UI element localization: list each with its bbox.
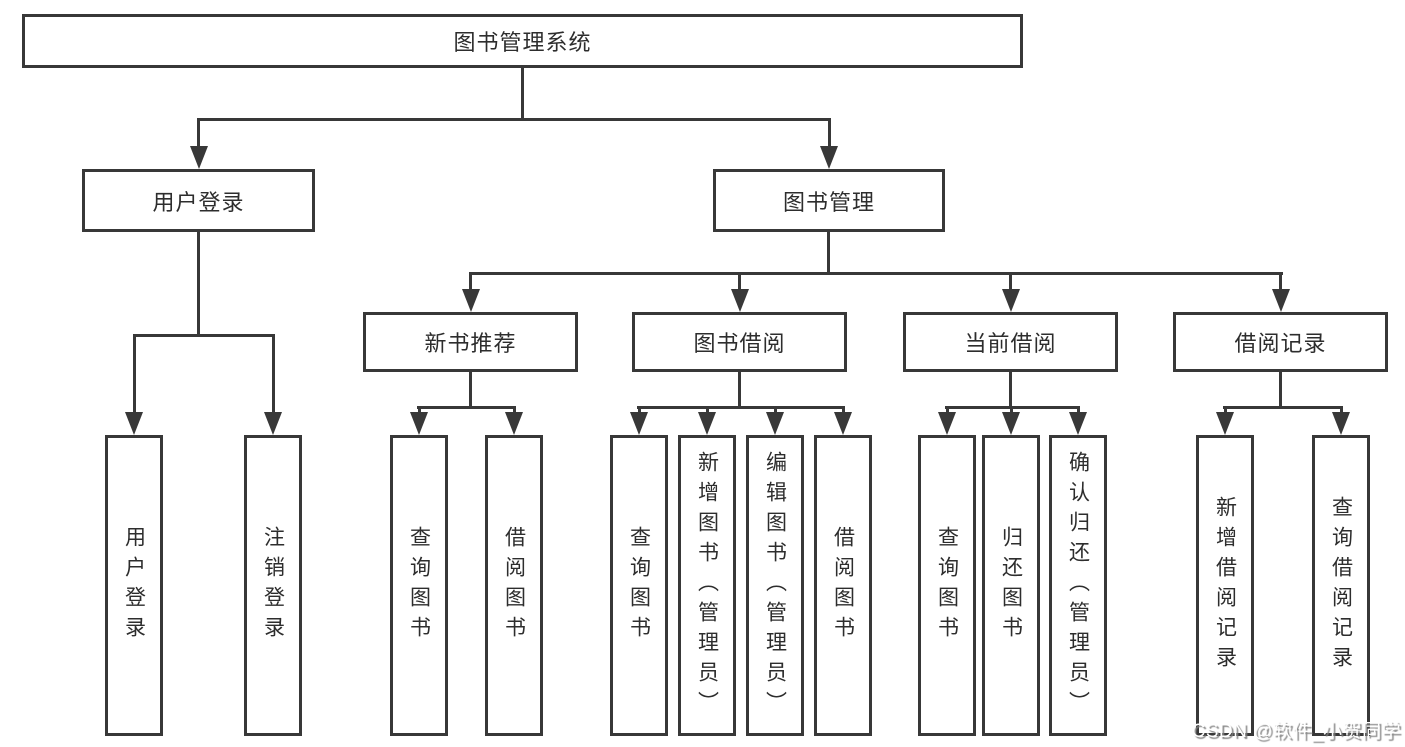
arrow-to-leaf-user-login-shaft [133, 334, 136, 414]
arrow-to-book-management-shaft [828, 118, 831, 150]
leaf-borrow-book-2-label: 借阅图书 [831, 525, 855, 646]
arrow-to-new-book-recommend-shaft [469, 272, 472, 292]
node-borrow-record: 借阅记录 [1173, 312, 1388, 372]
edge-current-borrow-stub [1009, 371, 1012, 409]
arrow-to-leaf-edit-book-admin-shaft [774, 406, 777, 416]
arrow-to-leaf-query-book-3-head [938, 412, 956, 435]
leaf-edit-book-admin-label: 编辑图书（管理员） [763, 450, 787, 721]
arrow-to-leaf-borrow-book-1-shaft [513, 406, 516, 416]
node-root: 图书管理系统 [22, 14, 1023, 68]
leaf-borrow-book-1: 借阅图书 [485, 435, 543, 736]
node-new-book-recommend: 新书推荐 [363, 312, 578, 372]
arrow-to-borrow-record-shaft [1279, 272, 1282, 292]
leaf-query-book-2-label: 查询图书 [627, 525, 651, 646]
edge-root-stub [521, 68, 524, 121]
edge-book-borrow-stub [738, 371, 741, 409]
arrow-to-leaf-logout-shaft [272, 334, 275, 414]
csdn-watermark: CSDN @软件_小贺同学 [1191, 721, 1401, 742]
node-new-book-recommend-label: 新书推荐 [424, 331, 517, 356]
arrow-to-leaf-query-book-1-head [410, 412, 428, 435]
leaf-query-book-2: 查询图书 [610, 435, 668, 736]
arrow-to-leaf-query-book-2-head [630, 412, 648, 435]
arrow-to-book-borrow-shaft [738, 272, 741, 292]
leaf-query-book-1-label: 查询图书 [407, 525, 431, 646]
arrow-to-user-login-head [190, 146, 208, 169]
arrow-to-leaf-query-book-2-shaft [638, 406, 641, 416]
leaf-add-book-admin: 新增图书（管理员） [678, 435, 736, 736]
leaf-query-book-3-label: 查询图书 [935, 525, 959, 646]
leaf-logout-label: 注销登录 [261, 525, 285, 646]
leaf-query-borrow-record-label: 查询借阅记录 [1329, 495, 1353, 676]
arrow-to-leaf-add-book-admin-shaft [706, 406, 709, 416]
edge-new-book-recommend-rail [417, 406, 516, 409]
edge-user-login-rail [133, 334, 275, 337]
arrow-to-leaf-logout-head [264, 412, 282, 435]
edge-borrow-record-rail [1223, 406, 1343, 409]
arrow-to-leaf-confirm-return-admin-head [1069, 412, 1087, 435]
node-user-login: 用户登录 [82, 169, 315, 232]
leaf-query-book-3: 查询图书 [918, 435, 976, 736]
arrow-to-leaf-return-book-head [1002, 412, 1020, 435]
arrow-to-book-management-head [820, 146, 838, 169]
leaf-add-book-admin-label: 新增图书（管理员） [695, 450, 719, 721]
arrow-to-leaf-borrow-book-2-shaft [842, 406, 845, 416]
leaf-confirm-return-admin-label: 确认归还（管理员） [1066, 450, 1090, 721]
arrow-to-new-book-recommend-head [462, 289, 480, 312]
leaf-logout: 注销登录 [244, 435, 302, 736]
node-book-management-label: 图书管理 [782, 189, 875, 215]
node-current-borrow-label: 当前借阅 [964, 331, 1057, 356]
arrow-to-leaf-query-borrow-record-shaft [1340, 406, 1343, 416]
arrow-to-leaf-borrow-book-2-head [834, 412, 852, 435]
edge-borrow-record-stub [1279, 371, 1282, 409]
leaf-return-book: 归还图书 [982, 435, 1040, 736]
arrow-to-leaf-user-login-head [125, 412, 143, 435]
node-book-management: 图书管理 [713, 169, 945, 232]
arrow-to-current-borrow-head [1002, 289, 1020, 312]
arrow-to-leaf-return-book-shaft [1010, 406, 1013, 416]
node-root-label: 图书管理系统 [453, 30, 592, 55]
edge-book-management-stub [827, 232, 830, 275]
arrow-to-leaf-query-book-3-shaft [946, 406, 949, 416]
node-current-borrow: 当前借阅 [903, 312, 1118, 372]
arrow-to-leaf-borrow-book-1-head [505, 412, 523, 435]
node-book-borrow: 图书借阅 [632, 312, 847, 372]
leaf-edit-book-admin: 编辑图书（管理员） [746, 435, 804, 736]
leaf-borrow-book-2: 借阅图书 [814, 435, 872, 736]
arrow-to-leaf-add-borrow-record-shaft [1224, 406, 1227, 416]
leaf-add-borrow-record: 新增借阅记录 [1196, 435, 1254, 736]
edge-user-login-stub [197, 232, 200, 337]
leaf-user-login: 用户登录 [105, 435, 163, 736]
edge-new-book-recommend-stub [469, 371, 472, 409]
edge-book-borrow-rail [637, 406, 845, 409]
arrow-to-current-borrow-shaft [1009, 272, 1012, 292]
edge-level3-rail [469, 272, 1283, 275]
leaf-add-borrow-record-label: 新增借阅记录 [1213, 495, 1237, 676]
node-borrow-record-label: 借阅记录 [1234, 331, 1327, 356]
arrow-to-leaf-add-borrow-record-head [1216, 412, 1234, 435]
arrow-to-leaf-confirm-return-admin-shaft [1077, 406, 1080, 416]
leaf-borrow-book-1-label: 借阅图书 [502, 525, 526, 646]
arrow-to-user-login-shaft [197, 118, 200, 150]
arrow-to-book-borrow-head [731, 289, 749, 312]
arrow-to-leaf-add-book-admin-head [698, 412, 716, 435]
node-book-borrow-label: 图书借阅 [693, 331, 786, 356]
leaf-query-borrow-record: 查询借阅记录 [1312, 435, 1370, 736]
arrow-to-leaf-query-borrow-record-head [1332, 412, 1350, 435]
arrow-to-borrow-record-head [1272, 289, 1290, 312]
arrow-to-leaf-edit-book-admin-head [766, 412, 784, 435]
edge-level2-rail [197, 118, 831, 121]
arrow-to-leaf-query-book-1-shaft [418, 406, 421, 416]
leaf-user-login-label: 用户登录 [122, 525, 146, 646]
leaf-confirm-return-admin: 确认归还（管理员） [1049, 435, 1107, 736]
leaf-query-book-1: 查询图书 [390, 435, 448, 736]
leaf-return-book-label: 归还图书 [999, 525, 1023, 646]
node-user-login-label: 用户登录 [152, 189, 245, 215]
